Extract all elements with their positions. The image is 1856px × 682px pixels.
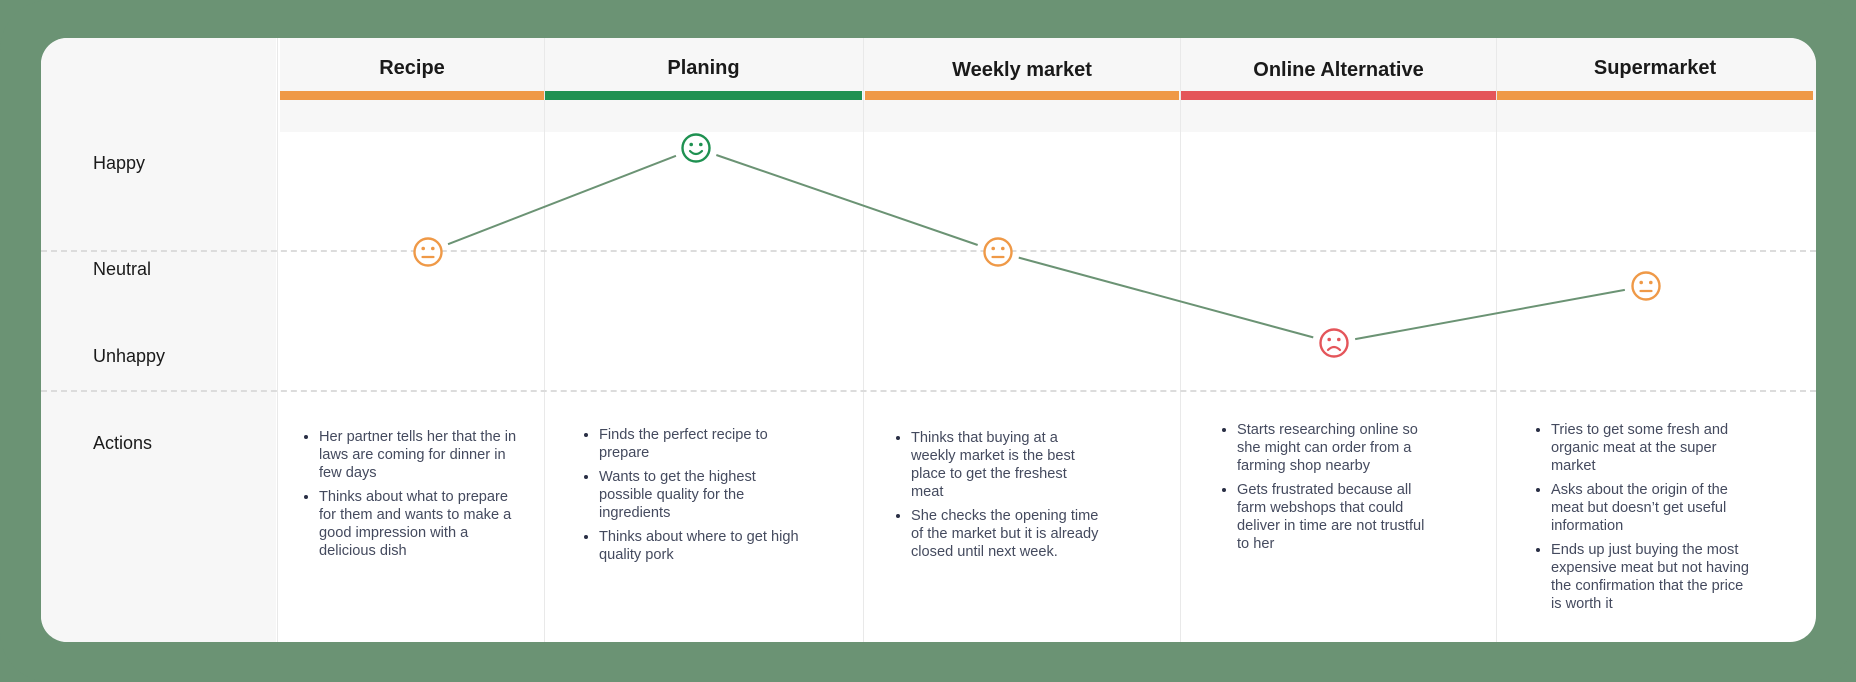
- actions-list-supermarket: Tries to get some fresh and organic meat…: [1529, 421, 1756, 619]
- list-item: Ends up just buying the most expensive m…: [1551, 541, 1756, 613]
- list-item: Tries to get some fresh and organic meat…: [1551, 421, 1756, 475]
- neutral-face-icon: [1631, 271, 1661, 301]
- frowning-face-icon: [1319, 328, 1349, 358]
- list-item: Asks about the origin of the meat but do…: [1551, 481, 1756, 535]
- actions-list-weekly-market: Thinks that buying at a weekly market is…: [889, 429, 1101, 567]
- actions-list-planing: Finds the perfect recipe to prepare Want…: [577, 426, 799, 570]
- list-item: Thinks that buying at a weekly market is…: [911, 429, 1101, 501]
- list-item: Thinks about where to get high quality p…: [599, 528, 799, 564]
- column-divider: [1496, 38, 1497, 642]
- actions-list-online-alternative: Starts researching online so she might c…: [1215, 421, 1437, 559]
- stage-title-supermarket: Supermarket: [1593, 57, 1717, 79]
- curve-segment: [1018, 256, 1314, 339]
- stage-bar-weekly-market: [865, 91, 1179, 100]
- row-label-unhappy: Unhappy: [93, 346, 166, 366]
- row-label-column: [41, 38, 276, 642]
- actions-list-recipe: Her partner tells her that the in laws a…: [297, 428, 519, 566]
- list-item: Her partner tells her that the in laws a…: [319, 428, 519, 482]
- list-item: Thinks about what to prepare for them an…: [319, 488, 519, 560]
- neutral-divider: [41, 250, 1816, 252]
- stage-bar-online-alternative: [1181, 91, 1496, 100]
- list-item: She checks the opening time of the marke…: [911, 507, 1101, 561]
- curve-segment: [716, 154, 978, 246]
- list-item: Finds the perfect recipe to prepare: [599, 426, 799, 462]
- stage-title-online-alternative: Online Alternative: [1253, 59, 1424, 81]
- neutral-face-icon: [413, 237, 443, 267]
- column-divider: [544, 38, 545, 642]
- stage-title-planing: Planing: [667, 57, 740, 79]
- stage-bar-supermarket: [1497, 91, 1813, 100]
- list-item: Gets frustrated because all farm webshop…: [1237, 481, 1437, 553]
- stage-title-weekly-market: Weekly market: [952, 59, 1092, 81]
- curve-segment: [1354, 288, 1626, 341]
- row-label-neutral: Neutral: [93, 259, 152, 279]
- actions-divider: [41, 390, 1816, 392]
- column-divider: [863, 38, 864, 642]
- stage-header-band: [280, 38, 1816, 132]
- stage-bar-recipe: [280, 91, 544, 100]
- list-item: Wants to get the highest possible qualit…: [599, 468, 799, 522]
- journey-map-card: Recipe Planing Weekly market Online Alte…: [41, 38, 1816, 642]
- row-label-actions: Actions: [93, 433, 153, 453]
- row-label-happy: Happy: [93, 153, 146, 173]
- curve-segment: [447, 154, 677, 246]
- stage-title-recipe: Recipe: [379, 57, 445, 79]
- emotion-curve: [413, 133, 1661, 358]
- smiling-face-icon: [681, 133, 711, 163]
- list-item: Starts researching online so she might c…: [1237, 421, 1437, 475]
- stage-bar-planing: [545, 91, 862, 100]
- column-divider: [1180, 38, 1181, 642]
- column-divider: [277, 38, 278, 642]
- neutral-face-icon: [983, 237, 1013, 267]
